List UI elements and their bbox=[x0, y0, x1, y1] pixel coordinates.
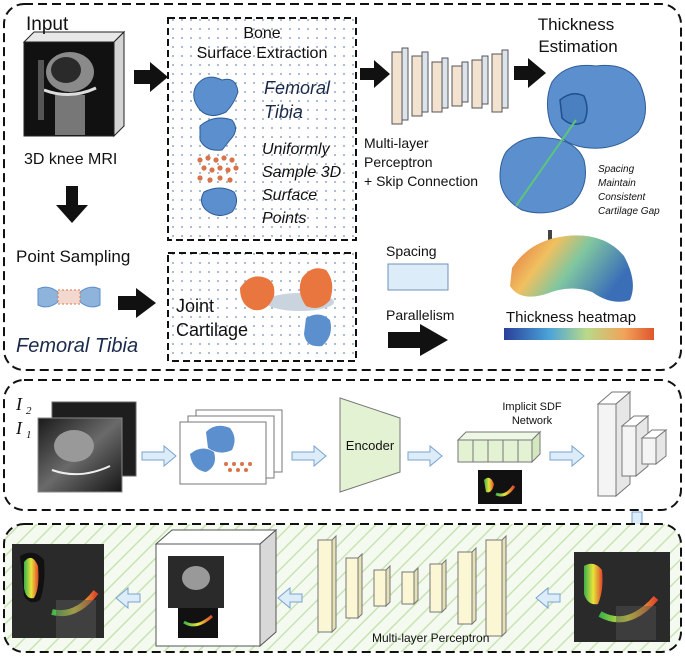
i1-sub: 1 bbox=[26, 429, 32, 441]
sampled-bone-shape bbox=[200, 187, 238, 216]
mlp-line-1: Multi-layer bbox=[364, 135, 429, 151]
uniform-line-2: Sample 3D bbox=[262, 164, 342, 181]
uniform-line-1: Uniformly bbox=[262, 141, 331, 158]
sdf-label-1: Implicit SDF bbox=[502, 401, 562, 413]
arrow-mid-4 bbox=[549, 444, 585, 468]
i2-label: I bbox=[15, 394, 23, 414]
joint-label: Joint bbox=[176, 296, 214, 316]
point-sampling-label: Point Sampling bbox=[16, 247, 130, 266]
spacing-note-3: Consistent bbox=[598, 192, 646, 203]
spacing-line bbox=[515, 119, 577, 207]
femoral-tibia-label: Femoral Tibia bbox=[16, 335, 138, 357]
arrow-bottom-mid bbox=[277, 586, 303, 610]
sdf-network-layers bbox=[596, 390, 668, 498]
heatmap-label: Thickness heatmap bbox=[506, 309, 636, 326]
legend-parallelism-arrow bbox=[388, 324, 448, 356]
arrow-bone-to-mlp bbox=[360, 60, 390, 88]
spacing-note-1: Spacing bbox=[598, 164, 635, 175]
bone-surface-title-2: Surface Extraction bbox=[197, 45, 328, 62]
sdf-label-2: Network bbox=[512, 415, 553, 427]
tibia-bone-shape bbox=[199, 117, 236, 151]
arrow-down-point-sampling bbox=[56, 186, 88, 223]
femoral-bone-shape bbox=[193, 76, 239, 116]
input-mri-cube bbox=[22, 30, 126, 138]
input-mri-stack bbox=[37, 401, 137, 493]
sample-points-cluster bbox=[197, 155, 239, 183]
latent-thumbnail bbox=[478, 470, 522, 504]
arrow-input-to-bone bbox=[134, 62, 168, 92]
bottom-mlp-label: Multi-layer Perceptron bbox=[372, 631, 489, 645]
femoral-label: Femoral bbox=[264, 78, 331, 98]
encoder-block bbox=[339, 397, 401, 493]
bone-volume-stack bbox=[179, 409, 283, 485]
input-label: Input bbox=[26, 14, 69, 35]
arrow-mlp-to-thickness bbox=[514, 58, 546, 88]
cartilage-blue-bone bbox=[304, 314, 331, 347]
thickness-title-2: Estimation bbox=[538, 37, 617, 56]
uniform-line-4: Points bbox=[262, 210, 306, 227]
tibia-label: Tibia bbox=[264, 102, 303, 122]
bone-sampling-icon bbox=[37, 286, 101, 308]
arrow-mid-1 bbox=[141, 444, 177, 468]
arrow-bottom-right bbox=[535, 586, 561, 610]
encoder-label: Encoder bbox=[346, 438, 395, 453]
mlp-line-2: Perceptron bbox=[364, 154, 432, 170]
mlp-layers-top bbox=[391, 47, 509, 125]
i1-label: I bbox=[15, 418, 23, 438]
legend-spacing-label: Spacing bbox=[386, 243, 437, 259]
arrow-mid-2 bbox=[291, 444, 327, 468]
tibia-thickness-shape bbox=[499, 136, 586, 214]
legend-parallelism-label: Parallelism bbox=[386, 307, 454, 323]
cartilage-orange-left bbox=[240, 276, 275, 311]
output-volume-cube bbox=[154, 528, 278, 648]
cartilage-label: Cartilage bbox=[176, 320, 248, 340]
spacing-note-2: Maintain bbox=[598, 178, 636, 189]
input-knee-right bbox=[574, 552, 670, 642]
i2-sub: 2 bbox=[26, 405, 32, 417]
heatmap-colorbar bbox=[504, 328, 654, 340]
mlp-line-3: + Skip Connection bbox=[364, 173, 478, 189]
spacing-note-4: Cartilage Gap bbox=[598, 206, 660, 217]
legend-spacing-box bbox=[387, 263, 449, 291]
bone-surface-box bbox=[167, 17, 357, 241]
arrow-bottom-left bbox=[115, 586, 141, 610]
output-knee-left bbox=[12, 544, 104, 638]
mri-caption: 3D knee MRI bbox=[24, 151, 117, 168]
thickness-heatmap-shape bbox=[510, 235, 633, 302]
uniform-line-3: Surface bbox=[262, 187, 317, 204]
arrow-mid-3 bbox=[407, 444, 443, 468]
latent-code-blocks bbox=[456, 430, 542, 464]
cartilage-orange-right bbox=[299, 268, 333, 308]
femoral-inner-region bbox=[559, 93, 588, 125]
bottom-mlp-layers bbox=[317, 534, 507, 638]
bone-surface-title-1: Bone bbox=[243, 25, 280, 42]
thickness-title-1: Thickness bbox=[538, 15, 615, 34]
arrow-to-joint bbox=[118, 288, 156, 318]
